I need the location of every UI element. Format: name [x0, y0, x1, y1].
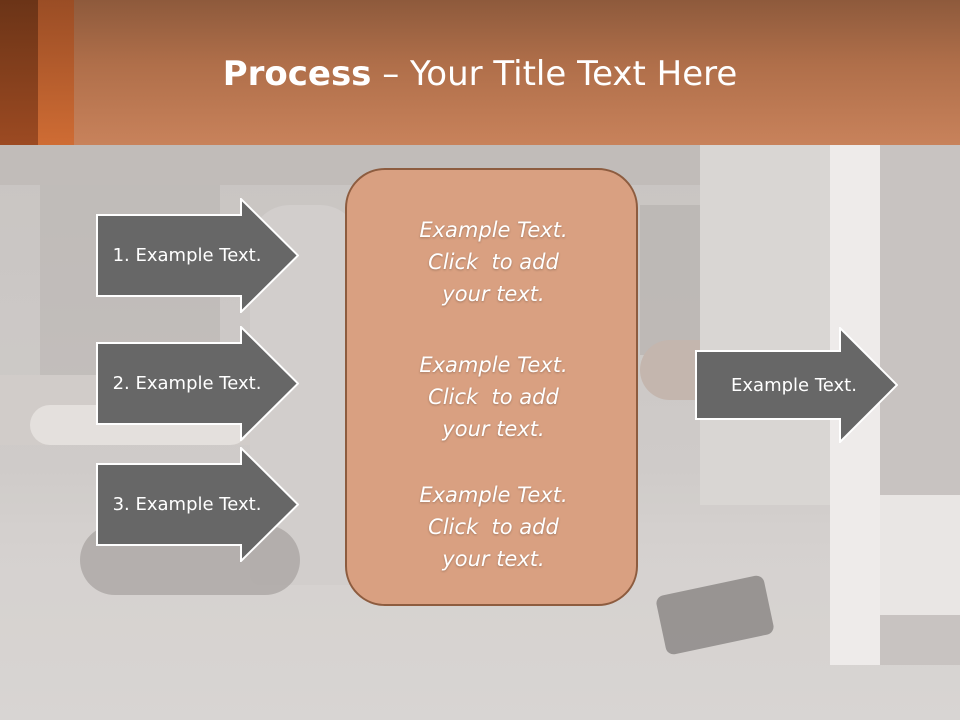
block-line: your text.	[442, 282, 545, 306]
result-label: Example Text.	[731, 374, 857, 396]
block-line: your text.	[442, 547, 545, 571]
center-block-1: Example Text. Click to add your text.	[347, 214, 640, 310]
step-arrow-2[interactable]: 2. Example Text.	[96, 326, 299, 441]
block-line: Click to add	[428, 250, 559, 274]
step-label: 2. Example Text.	[112, 373, 262, 394]
step-arrow-1[interactable]: 1. Example Text.	[96, 198, 299, 313]
center-block-2: Example Text. Click to add your text.	[347, 349, 640, 445]
block-line: Example Text.	[419, 483, 568, 507]
block-line: Example Text.	[419, 218, 568, 242]
slide-title[interactable]: Process – Your Title Text Here	[0, 50, 960, 98]
block-line: Click to add	[428, 385, 559, 409]
step-label: 3. Example Text.	[112, 494, 262, 515]
header-accent-orange	[38, 0, 74, 145]
right-arrow-shape-icon	[96, 447, 299, 562]
header-banner: Process – Your Title Text Here	[0, 0, 960, 145]
right-arrow-shape-icon	[695, 327, 898, 443]
block-line: Click to add	[428, 515, 559, 539]
result-arrow[interactable]: Example Text.	[695, 327, 898, 443]
title-rest: – Your Title Text Here	[371, 54, 738, 94]
right-arrow-shape-icon	[96, 326, 299, 441]
title-bold: Process	[222, 54, 372, 94]
block-line: Example Text.	[419, 353, 568, 377]
right-arrow-shape-icon	[96, 198, 299, 313]
step-arrow-3[interactable]: 3. Example Text.	[96, 447, 299, 562]
block-line: your text.	[442, 417, 545, 441]
center-text-box[interactable]: Example Text. Click to add your text. Ex…	[345, 168, 638, 606]
center-block-3: Example Text. Click to add your text.	[347, 479, 640, 575]
step-label: 1. Example Text.	[112, 245, 262, 266]
header-accent-dark	[0, 0, 38, 145]
